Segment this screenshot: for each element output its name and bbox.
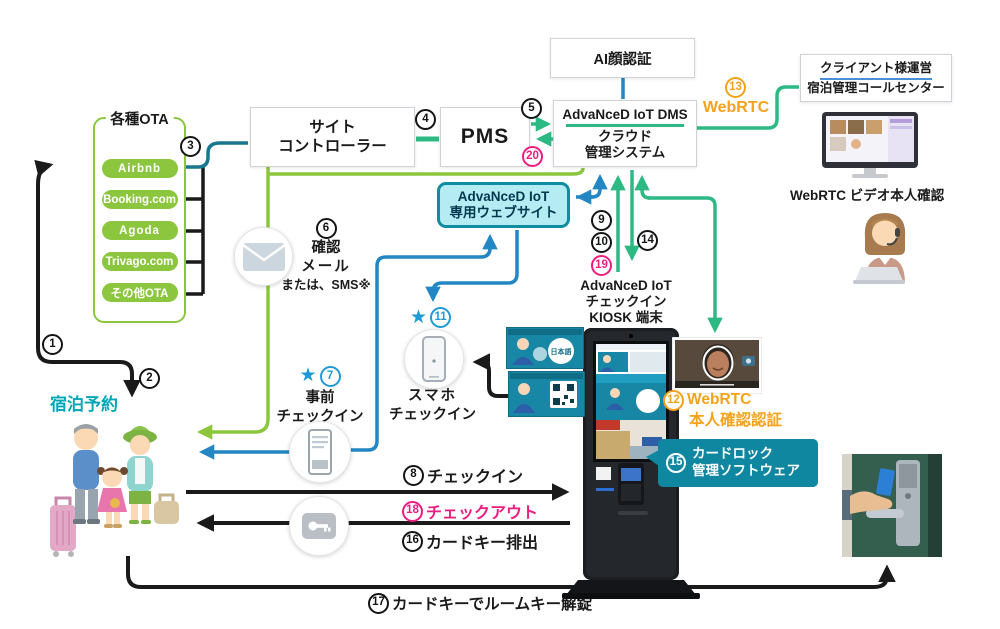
call-center-line1: クライアント様運営 xyxy=(819,60,932,80)
kiosk-screen-language: 日本語 xyxy=(505,326,585,374)
ai-face-label: AI顔認証 xyxy=(593,51,652,68)
step-15: 15 xyxy=(666,453,686,473)
step-19: 19 xyxy=(591,255,612,276)
step-1: 1 xyxy=(42,334,63,355)
step-10: 10 xyxy=(591,232,612,253)
call-center-agent-illustration xyxy=(845,205,925,290)
pms-label: PMS xyxy=(460,125,510,148)
ota-item-other: その他OTA xyxy=(101,283,178,302)
step-18: 18 xyxy=(402,500,423,522)
smartphone-checkin-label: スマホ チェックイン xyxy=(389,388,476,423)
step-8: 8 xyxy=(403,464,424,486)
door-lock-photo xyxy=(842,454,942,562)
site-controller-line2: コントローラー xyxy=(278,138,387,155)
checkin-8-label: 8 チェックイン xyxy=(403,463,523,487)
mail-line3: または、SMS※ xyxy=(281,277,371,292)
dms-cloud-box: AdvaNceD IoT DMS クラウド 管理システム xyxy=(553,100,697,167)
monitor-illustration xyxy=(822,112,918,183)
step-14: 14 xyxy=(637,230,658,251)
step-20: 20 xyxy=(522,146,543,167)
ota-item-trivago: Trivago.com xyxy=(101,252,178,271)
step-13: 13 xyxy=(725,77,746,98)
pre-checkin-block: ★ 7 事前 チェックイン xyxy=(270,364,370,426)
step-7: 7 xyxy=(319,365,341,387)
step-2: 2 xyxy=(139,368,160,389)
pms-box: PMS xyxy=(440,107,530,167)
ota-item-agoda: Agoda xyxy=(101,221,178,240)
dedicated-website-box: AdvaNceD IoT 専用ウェブサイト xyxy=(437,182,570,228)
website-line1: AdvaNceD IoT xyxy=(457,188,550,204)
smartphone-icon xyxy=(404,329,464,389)
mail-line2: メール xyxy=(301,258,351,275)
dms-line3: 管理システム xyxy=(584,144,666,160)
dms-line2: クラウド xyxy=(598,129,652,145)
cardlock-software-box: 15 カードロック 管理ソフトウェア xyxy=(646,439,818,487)
video-verify-label: WebRTC ビデオ本人確認 xyxy=(790,188,945,203)
mail-line1: 確認 xyxy=(311,240,341,256)
step-12: 12 xyxy=(663,390,684,411)
step-5: 5 xyxy=(521,98,542,119)
key-card-icon xyxy=(289,496,349,556)
step-3: 3 xyxy=(180,136,201,157)
confirmation-mail-block: 6 確認 メール または、SMS※ xyxy=(270,218,382,293)
site-controller-box: サイト コントローラー xyxy=(250,107,415,167)
ota-item-booking: Booking.com xyxy=(101,190,178,209)
dms-title: AdvaNceD IoT DMS xyxy=(562,106,688,122)
step-4: 4 xyxy=(415,109,436,130)
step-6: 6 xyxy=(315,218,337,239)
webrtc-12-label: 12 WebRTC 本人確認認証 xyxy=(663,390,782,432)
family-illustration xyxy=(48,413,188,568)
site-controller-line1: サイト xyxy=(309,118,356,136)
dms-divider xyxy=(566,124,684,128)
kiosk-screen-qr xyxy=(507,370,586,422)
call-center-line2: 宿泊管理コールセンター xyxy=(807,80,945,95)
smartphone-document-icon xyxy=(289,421,351,483)
ai-face-recognition-box: AI顔認証 xyxy=(550,38,695,78)
step-11: 11 xyxy=(430,307,452,328)
ota-item-airbnb: Airbnb xyxy=(101,159,178,178)
pre-checkin-line1: 事前 xyxy=(305,389,335,406)
step-16: 16 xyxy=(402,530,423,552)
star-icon: ★ xyxy=(299,365,317,386)
pre-checkin-line2: チェックイン xyxy=(276,408,364,425)
room-unlock-17-label: 17 カードキーでルームキー解錠 xyxy=(368,592,592,614)
star-icon: ★ xyxy=(410,307,428,328)
webrtc-verification-photo xyxy=(671,336,763,399)
cardlock-box-tail xyxy=(646,450,659,466)
checkout-18-label: 18 チェックアウト xyxy=(402,499,538,523)
kiosk-terminal xyxy=(560,325,700,605)
website-line2: 専用ウェブサイト xyxy=(449,205,558,220)
ota-title: 各種OTA xyxy=(105,108,174,129)
kiosk-language-text: 日本語 xyxy=(551,347,572,356)
kiosk-label: AdvaNceD IoT チェックイン KIOSK 端末 xyxy=(580,278,672,325)
call-center-box: クライアント様運営 宿泊管理コールセンター xyxy=(800,54,952,102)
webrtc-13-label: WebRTC xyxy=(702,99,770,116)
ota-panel: 各種OTA Airbnb Booking.com Agoda Trivago.c… xyxy=(93,108,186,323)
envelope-icon xyxy=(234,227,293,286)
step-9: 9 xyxy=(591,210,612,231)
card-eject-16-label: 16 カードキー排出 xyxy=(402,529,538,553)
booking-label: 宿泊予約 xyxy=(50,395,118,414)
step-17: 17 xyxy=(368,592,389,614)
star-11-block: ★ 11 xyxy=(410,306,452,329)
